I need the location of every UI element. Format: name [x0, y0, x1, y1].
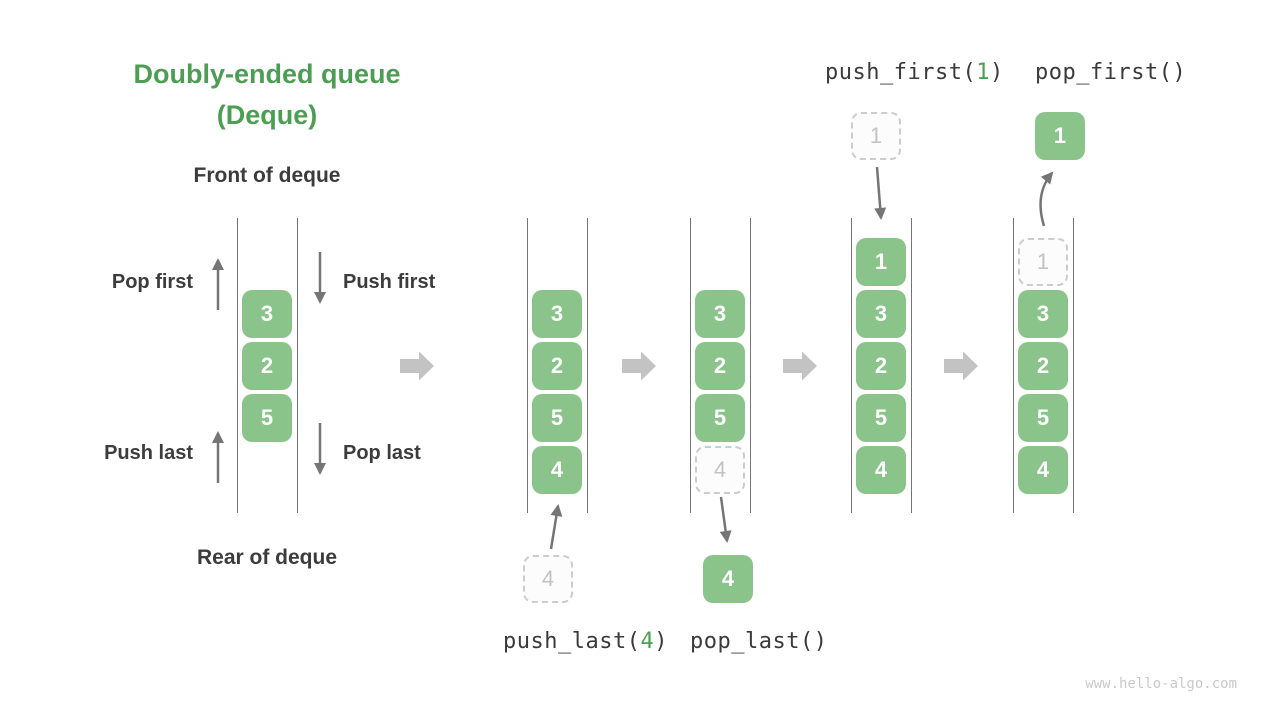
- queue-item: 5: [695, 394, 745, 442]
- queue-item-ghost: 4: [695, 446, 745, 494]
- push-first-code-label: push_first(1): [825, 60, 1004, 85]
- pop-last-result-value: 4: [721, 566, 735, 591]
- push-last-code-arg: 4: [640, 629, 655, 654]
- pop-first-result-value: 1: [1053, 123, 1067, 148]
- rear-of-deque-label: Rear of deque: [196, 546, 338, 569]
- title-line-1: Doubly-ended queue: [133, 59, 401, 89]
- queue-item: 5: [1018, 394, 1068, 442]
- push-last-label: Push last: [104, 442, 193, 464]
- push-last-source-value: 4: [541, 566, 555, 591]
- title-line-2: (Deque): [216, 100, 318, 130]
- push-last-code-suffix: ): [654, 629, 668, 654]
- queue-item: 2: [242, 342, 292, 390]
- push-first-insert-arrow-icon: [874, 166, 887, 220]
- pop-first-result-box: 1: [1035, 112, 1085, 160]
- pop-last-result-box: 4: [703, 555, 753, 603]
- transition-arrow-icon-4: [944, 351, 978, 381]
- push-last-code-prefix: push_last(: [503, 629, 641, 654]
- queue-item: 2: [1018, 342, 1068, 390]
- queue-item: 2: [695, 342, 745, 390]
- queue-item-ghost: 1: [1018, 238, 1068, 286]
- watermark: www.hello-algo.com: [1085, 676, 1237, 692]
- queue-item: 4: [532, 446, 582, 494]
- pop-first-code-label: pop_first(): [1035, 60, 1187, 85]
- queue-item: 1: [856, 238, 906, 286]
- queue-item: 3: [1018, 290, 1068, 338]
- queue-item: 4: [856, 446, 906, 494]
- push-first-source-value: 1: [869, 123, 883, 148]
- queue-item: 3: [242, 290, 292, 338]
- queue-item: 5: [856, 394, 906, 442]
- push-first-code-arg: 1: [976, 60, 990, 85]
- push-first-code-prefix: push_first(: [825, 60, 977, 85]
- pop-last-label: Pop last: [343, 442, 421, 464]
- transition-arrow-icon-1: [400, 351, 434, 381]
- push-last-source-box: 4: [523, 555, 573, 603]
- pop-last-code-label: pop_last(): [690, 629, 828, 654]
- pop-first-label: Pop first: [111, 271, 193, 293]
- page-title: Doubly-ended queue (Deque): [97, 54, 437, 136]
- queue-item: 5: [532, 394, 582, 442]
- queue-item: 3: [856, 290, 906, 338]
- queue-item: 5: [242, 394, 292, 442]
- transition-arrow-icon-3: [783, 351, 817, 381]
- queue-item: 3: [695, 290, 745, 338]
- front-of-deque-label: Front of deque: [193, 164, 341, 187]
- push-first-label: Push first: [343, 271, 436, 293]
- push-first-source-box: 1: [851, 112, 901, 160]
- queue-item: 2: [856, 342, 906, 390]
- queue-item: 3: [532, 290, 582, 338]
- queue-item: 4: [1018, 446, 1068, 494]
- push-first-code-suffix: ): [989, 60, 1004, 85]
- push-last-code-label: push_last(4): [503, 629, 668, 654]
- queue-item: 2: [532, 342, 582, 390]
- transition-arrow-icon-2: [622, 351, 656, 381]
